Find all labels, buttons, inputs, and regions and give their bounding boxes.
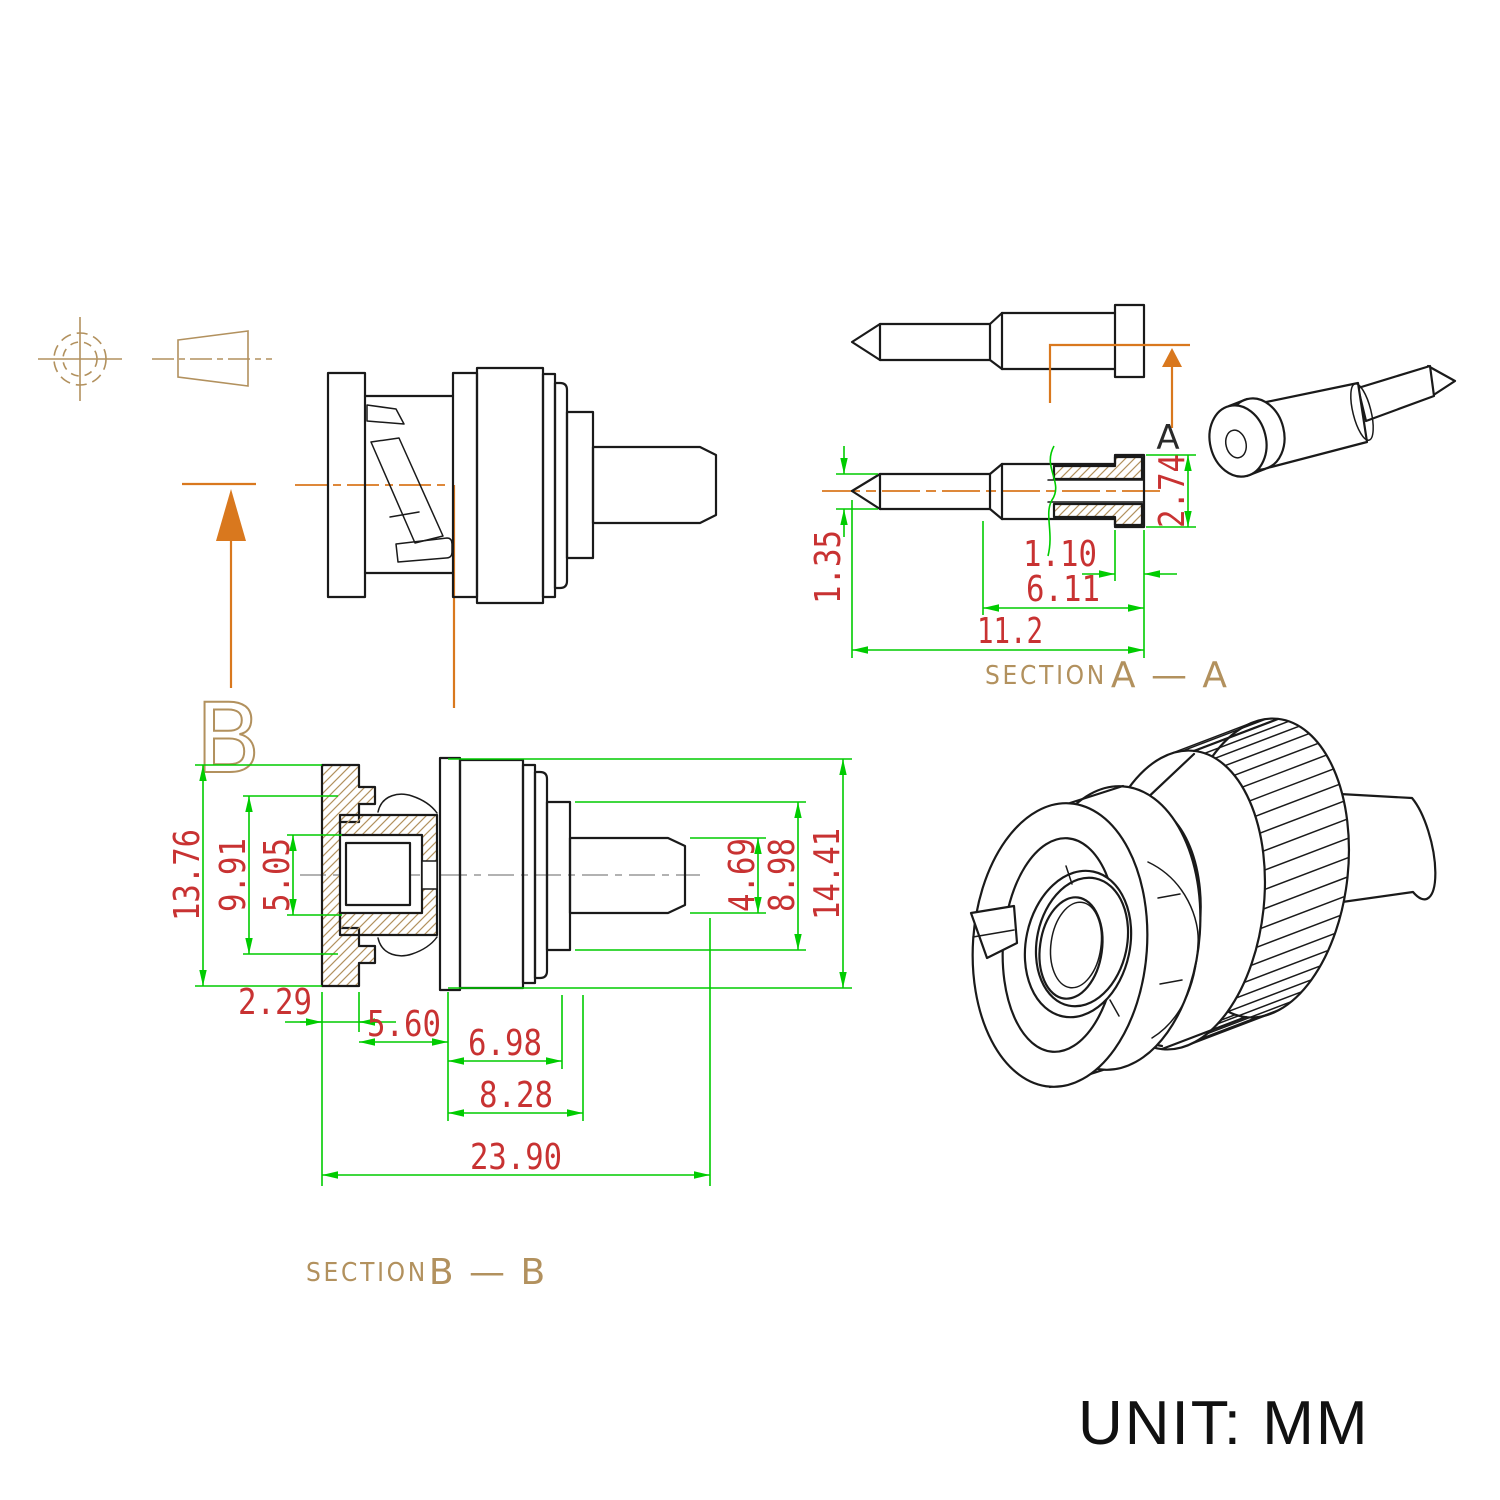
- bnc-3d-view: [969, 717, 1437, 1089]
- section-bb-view: [300, 756, 700, 992]
- section-aa-view: [822, 445, 1160, 557]
- sleeve-bore-hole: [421, 860, 438, 890]
- dim-overall-len: 23.90: [470, 1137, 562, 1178]
- section-aa-label: SECTION A — A: [985, 655, 1229, 696]
- section-aa-dimensions: 1.35 2.74 1.10 6.11 11.2: [808, 446, 1196, 658]
- dim-bore-dia: 5.05: [257, 838, 298, 912]
- collet-body-side: [1147, 861, 1199, 1039]
- unit-note: UNIT: MM: [1078, 1389, 1370, 1458]
- body-cylinder: [475, 366, 545, 605]
- sleeve-section: [338, 813, 439, 937]
- body-cylinder-section: [458, 758, 525, 990]
- connector-side-view: [295, 366, 718, 708]
- dim-outer-dia: 2.74: [1152, 454, 1193, 528]
- arrow-up-icon: [216, 489, 246, 541]
- svg-text:A — A: A — A: [1111, 655, 1229, 696]
- dim-body-dia: 14.41: [807, 828, 848, 920]
- spring-finger-bottom: [377, 936, 438, 957]
- svg-text:SECTION: SECTION: [306, 1258, 428, 1288]
- dim-body-len: 8.28: [479, 1075, 553, 1116]
- dim-tip-dia: 1.35: [808, 530, 849, 604]
- svg-text:SECTION: SECTION: [985, 661, 1107, 691]
- dim-flange-thk: 2.29: [238, 982, 312, 1023]
- pin-wall-section-bottom: [1052, 502, 1144, 527]
- rear-shaft: [591, 445, 718, 525]
- pin-wall-section-top: [1052, 455, 1144, 481]
- dim-ring-dia: 9.91: [213, 838, 254, 912]
- dim-overall-length: 11.2: [977, 611, 1043, 652]
- dim-flange-dia: 13.76: [167, 829, 208, 921]
- section-bb-dimensions: 13.76 9.91 5.05 4.69 8.98 14.41 2.29 5.6…: [167, 758, 852, 1186]
- datum-target-symbol: [38, 317, 122, 401]
- dim-rim-length: 1.10: [1023, 534, 1097, 575]
- insulator-block: [344, 841, 412, 907]
- break-line: [1047, 445, 1057, 557]
- section-b-view-arrow: [182, 482, 256, 688]
- section-a-letter: A: [1156, 418, 1179, 458]
- bayonet-slot-3d: [969, 904, 1019, 960]
- cone-symbol: [152, 330, 272, 387]
- svg-text:B — B: B — B: [429, 1252, 547, 1293]
- rear-stub-3d: [1320, 791, 1437, 906]
- section-a-cut-line: [1048, 343, 1190, 428]
- dim-barrel-length: 6.11: [1026, 569, 1100, 610]
- spring-finger-top: [377, 793, 438, 814]
- dim-shaft-dia: 4.69: [722, 838, 763, 912]
- dim-front-len: 5.60: [367, 1004, 441, 1045]
- pin-3d-view: [1208, 364, 1457, 478]
- section-bb-label: SECTION B — B: [306, 1252, 547, 1293]
- pin-side-view: [850, 303, 1146, 379]
- dim-mid-len: 6.98: [468, 1023, 542, 1064]
- arrow-up-icon: [1162, 348, 1182, 367]
- bayonet-claw: [366, 404, 453, 563]
- flange-outline: [326, 371, 367, 599]
- dim-step-dia: 8.98: [762, 838, 803, 912]
- section-b-letter: B: [195, 683, 261, 795]
- rear-shaft-section: [568, 836, 687, 915]
- pin-bore-hole: [1224, 429, 1248, 459]
